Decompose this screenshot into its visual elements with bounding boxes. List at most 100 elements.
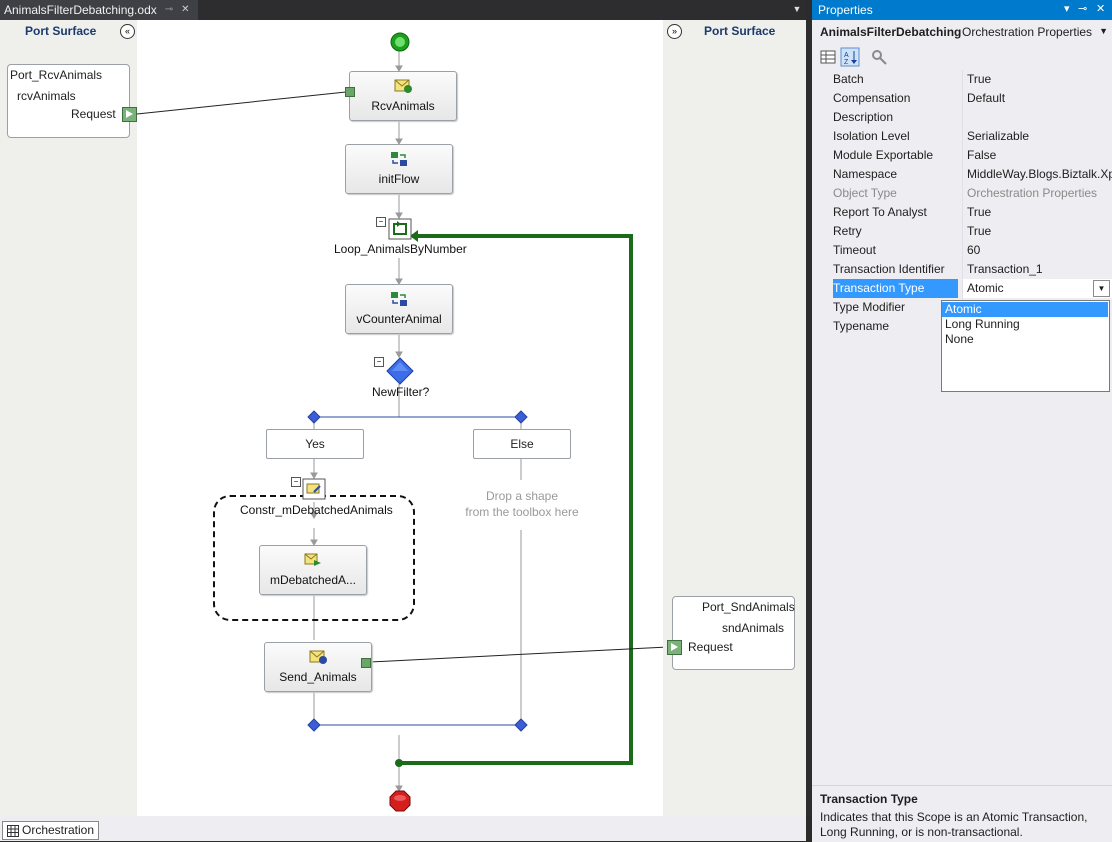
orchestration-view-tab[interactable]: Orchestration bbox=[2, 821, 100, 840]
init-shape-label: initFlow bbox=[378, 172, 420, 186]
property-value[interactable]: Default bbox=[962, 89, 1112, 108]
property-row-module-exportable[interactable]: Module Exportable False bbox=[815, 146, 1112, 165]
document-tab-title: AnimalsFilterDebatching.odx bbox=[4, 3, 157, 17]
object-name: AnimalsFilterDebatching bbox=[820, 25, 962, 39]
description-title: Transaction Type bbox=[820, 792, 918, 806]
port-sndanimals[interactable]: Port_SndAnimals sndAnimals Request bbox=[667, 596, 795, 670]
collapse-left-surface-icon[interactable]: « bbox=[120, 24, 135, 39]
property-name: Transaction Type bbox=[833, 279, 958, 298]
object-selector[interactable]: AnimalsFilterDebatching Orchestration Pr… bbox=[812, 20, 1112, 44]
property-name: Timeout bbox=[833, 243, 876, 257]
document-tab-bar: AnimalsFilterDebatching.odx ⊸ ✕ ▼ bbox=[0, 0, 806, 20]
close-icon[interactable]: ✕ bbox=[181, 4, 190, 15]
property-value[interactable]: True bbox=[962, 222, 1112, 241]
expression-icon bbox=[391, 152, 407, 166]
collapse-construct-icon[interactable]: − bbox=[291, 477, 301, 487]
start-icon bbox=[390, 32, 410, 52]
decide-diamond-icon[interactable] bbox=[386, 357, 414, 385]
drop-shape-hint: Drop a shape from the toolbox here bbox=[461, 488, 583, 520]
properties-title: Properties bbox=[818, 3, 873, 17]
port-operation: rcvAnimals bbox=[17, 89, 76, 103]
panel-splitter[interactable] bbox=[806, 20, 812, 816]
port-connector-icon[interactable] bbox=[122, 107, 137, 122]
transaction-type-dropdown-list[interactable]: Atomic Long Running None bbox=[941, 300, 1110, 392]
svg-text:Z: Z bbox=[844, 59, 849, 66]
property-name: Namespace bbox=[833, 167, 898, 181]
categorized-icon[interactable] bbox=[818, 47, 838, 67]
property-row-batch[interactable]: Batch True bbox=[815, 70, 1112, 89]
pin-icon[interactable]: ⊸ bbox=[1078, 3, 1088, 15]
property-name: Retry bbox=[833, 224, 862, 238]
properties-panel: Properties ▾ ⊸ ✕ AnimalsFilterDebatching… bbox=[812, 0, 1112, 842]
property-name: Compensation bbox=[833, 91, 911, 105]
property-name: Typename bbox=[833, 319, 890, 333]
flow-lines bbox=[136, 51, 669, 792]
property-value[interactable]: False bbox=[962, 146, 1112, 165]
send-shape[interactable]: Send_Animals bbox=[264, 642, 372, 692]
pin-icon[interactable]: ⊸ bbox=[164, 4, 174, 15]
close-icon[interactable]: ✕ bbox=[1096, 3, 1106, 15]
dropdown-option-none[interactable]: None bbox=[945, 332, 974, 346]
receive-port-connector[interactable] bbox=[345, 87, 355, 97]
property-row-report-to-analyst[interactable]: Report To Analyst True bbox=[815, 203, 1112, 222]
alphabetical-icon[interactable]: A Z bbox=[840, 47, 860, 67]
collapse-right-surface-icon[interactable]: » bbox=[667, 24, 682, 39]
property-name: Report To Analyst bbox=[833, 205, 927, 219]
properties-toolbar: A Z bbox=[812, 44, 1112, 70]
chevron-down-icon[interactable]: ▼ bbox=[1099, 26, 1108, 36]
property-name: Description bbox=[833, 110, 894, 124]
property-row-object-type: Object Type Orchestration Properties bbox=[815, 184, 1112, 203]
drop-hint-line-1: Drop a shape bbox=[485, 489, 559, 503]
property-value[interactable]: MiddleWay.Blogs.Biztalk.Xpa bbox=[962, 165, 1112, 184]
property-row-retry[interactable]: Retry True bbox=[815, 222, 1112, 241]
collapse-loop-icon[interactable]: − bbox=[376, 217, 386, 227]
construct-message-icon[interactable] bbox=[302, 478, 326, 500]
document-tab[interactable]: AnimalsFilterDebatching.odx ⊸ ✕ bbox=[0, 0, 198, 20]
properties-title-bar: Properties ▾ ⊸ ✕ bbox=[812, 0, 1112, 20]
counter-shape-label: vCounterAnimal bbox=[356, 312, 442, 326]
orchestration-view-icon bbox=[7, 824, 19, 837]
send-envelope-icon bbox=[309, 650, 327, 664]
port-connector-icon[interactable] bbox=[667, 640, 682, 655]
construct-shape-label: Constr_mDebatchedAnimals bbox=[240, 503, 393, 517]
property-value[interactable] bbox=[962, 108, 1112, 127]
property-pages-icon[interactable] bbox=[870, 47, 890, 67]
property-row-compensation[interactable]: Compensation Default bbox=[815, 89, 1112, 108]
receive-shape[interactable]: RcvAnimals bbox=[349, 71, 457, 121]
object-type: Orchestration Properties bbox=[962, 25, 1093, 39]
send-port-connector[interactable] bbox=[361, 658, 371, 668]
property-value[interactable]: True bbox=[962, 70, 1112, 89]
property-name: Object Type bbox=[833, 186, 897, 200]
transform-shape[interactable]: mDebatchedA... bbox=[259, 545, 367, 595]
loop-icon[interactable] bbox=[388, 218, 412, 240]
panel-menu-icon[interactable]: ▾ bbox=[1064, 3, 1070, 15]
property-value[interactable]: Transaction_1 bbox=[962, 260, 1112, 279]
property-value[interactable]: Serializable bbox=[962, 127, 1112, 146]
property-row-transaction-identifier[interactable]: Transaction Identifier Transaction_1 bbox=[815, 260, 1112, 279]
property-row-isolation-level[interactable]: Isolation Level Serializable bbox=[815, 127, 1112, 146]
property-row-description[interactable]: Description bbox=[815, 108, 1112, 127]
dropdown-option-atomic[interactable]: Atomic bbox=[942, 302, 1108, 317]
property-name: Transaction Identifier bbox=[833, 262, 945, 276]
property-name: Type Modifier bbox=[833, 300, 906, 314]
property-row-timeout[interactable]: Timeout 60 bbox=[815, 241, 1112, 260]
dropdown-option-long-running[interactable]: Long Running bbox=[945, 317, 1020, 331]
expression-shape-vcounter[interactable]: vCounterAnimal bbox=[345, 284, 453, 334]
tab-list-dropdown-icon[interactable]: ▼ bbox=[792, 4, 802, 14]
expression-shape-initflow[interactable]: initFlow bbox=[345, 144, 453, 194]
property-row-namespace[interactable]: Namespace MiddleWay.Blogs.Biztalk.Xpa bbox=[815, 165, 1112, 184]
right-port-surface: » Port Surface Port_SndAnimals sndAnimal… bbox=[663, 20, 806, 816]
property-value[interactable]: Atomic bbox=[962, 279, 1112, 298]
receive-envelope-icon bbox=[394, 79, 412, 93]
property-value[interactable]: True bbox=[962, 203, 1112, 222]
property-row-transaction-type[interactable]: Transaction Type Atomic ▼ bbox=[815, 279, 1112, 298]
property-name: Module Exportable bbox=[833, 148, 934, 162]
chevron-down-icon[interactable]: ▼ bbox=[1093, 280, 1110, 297]
expression-icon bbox=[391, 292, 407, 306]
property-value[interactable]: 60 bbox=[962, 241, 1112, 260]
collapse-decide-icon[interactable]: − bbox=[374, 357, 384, 367]
port-rcvanimals[interactable]: Port_RcvAnimals rcvAnimals Request bbox=[7, 64, 137, 138]
branch-yes[interactable]: Yes bbox=[266, 429, 364, 459]
branch-else[interactable]: Else bbox=[473, 429, 571, 459]
port-operation: sndAnimals bbox=[722, 621, 785, 635]
